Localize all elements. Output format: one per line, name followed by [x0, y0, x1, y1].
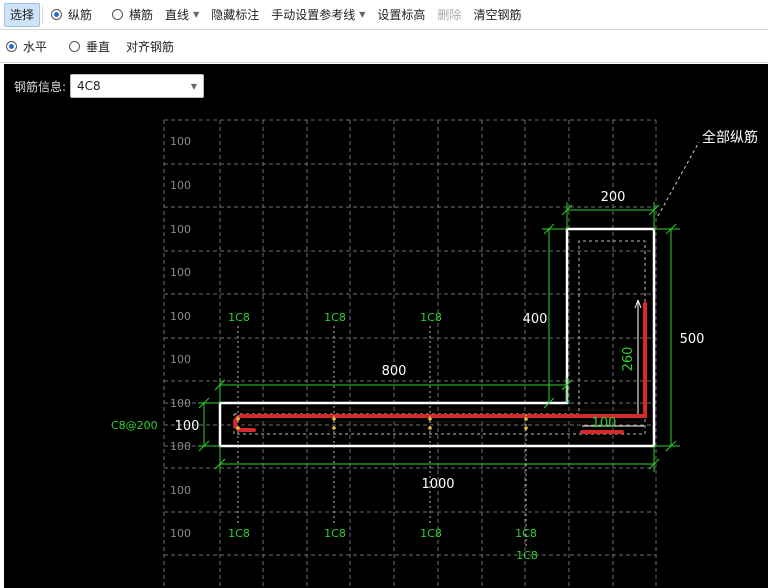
toolbar-separator — [42, 5, 44, 24]
radio-checked-icon — [6, 41, 17, 52]
grid-size-label: 100 — [170, 179, 191, 192]
bar-label-top-3: 1C8 — [420, 311, 442, 324]
dim-200-label: 200 — [601, 190, 626, 205]
caret-down-icon: ▼ — [190, 81, 198, 91]
rebar-info-select[interactable]: 4C8 ▼ — [70, 74, 205, 98]
bar-label-bottom-2: 1C8 — [324, 527, 346, 540]
line-label: 直线 — [165, 8, 190, 22]
manual-ref-dropdown[interactable]: 手动设置参考线▼ — [265, 4, 371, 26]
transverse-label: 横筋 — [129, 8, 154, 22]
select-button[interactable]: 选择 — [4, 2, 41, 27]
grid-size-label: 100 — [170, 440, 191, 453]
bar-label-top-1: 1C8 — [228, 311, 250, 324]
longitudinal-label: 纵筋 — [68, 8, 93, 22]
align-rebar-label: 对齐钢筋 — [126, 40, 175, 54]
dim-400-label: 400 — [523, 312, 548, 327]
horizontal-radio[interactable]: 水平 — [0, 36, 53, 58]
rebar-info-value: 4C8 — [77, 79, 101, 93]
clear-rebar-button[interactable]: 清空钢筋 — [467, 4, 527, 26]
rebar-dim-lines — [582, 299, 644, 427]
hide-marks-button[interactable]: 隐藏标注 — [205, 4, 265, 26]
vertical-label: 垂直 — [86, 40, 111, 54]
grid-size-label: 100 — [170, 310, 191, 323]
rebar-info-label: 钢筋信息: — [14, 79, 67, 94]
bar-label-bottom-3: 1C8 — [420, 527, 442, 540]
bar-label-bottom-4: 1C8 — [515, 527, 537, 540]
line-dropdown[interactable]: 直线▼ — [159, 4, 205, 26]
grid-labels: 100 100 100 100 100 100 100 100 100 100 — [170, 135, 191, 540]
rebar-points — [236, 417, 528, 430]
delete-button[interactable]: 删除 — [431, 4, 467, 26]
bar-label-top-2: 1C8 — [324, 311, 346, 324]
section-drawing: 100 100 100 100 100 100 100 100 100 100 — [111, 119, 758, 588]
bar-label-bottom-1: 1C8 — [228, 527, 250, 540]
grid-size-label: 100 — [170, 266, 191, 279]
set-elevation-label: 设置标高 — [377, 8, 426, 22]
grid-lines — [163, 119, 657, 588]
dim-800-label: 800 — [382, 364, 407, 379]
radio-checked-icon — [51, 9, 63, 20]
caret-down-icon: ▼ — [359, 10, 366, 19]
grid-size-label: 100 — [170, 397, 191, 410]
dim-100-green-label: 100 — [592, 416, 617, 431]
stirrup-label: C8@200 — [111, 419, 158, 432]
transverse-radio[interactable]: 横筋 — [106, 4, 159, 26]
hide-marks-label: 隐藏标注 — [211, 8, 260, 22]
dim-100-left-label: 100 — [175, 419, 200, 434]
grid-size-label: 100 — [170, 484, 191, 497]
vertical-radio[interactable]: 垂直 — [63, 36, 116, 58]
grid-size-label: 100 — [170, 223, 191, 236]
dim-1000-label: 1000 — [421, 477, 454, 492]
delete-label: 删除 — [437, 8, 462, 22]
select-label: 选择 — [10, 8, 35, 22]
callout-label: 全部纵筋 — [702, 129, 758, 146]
bar-ref-lines — [237, 326, 527, 546]
dim-500-label: 500 — [680, 332, 705, 347]
grid-size-label: 100 — [170, 135, 191, 148]
secondary-toolbar: 水平 垂直 对齐钢筋 — [0, 31, 768, 63]
grid-size-label: 100 — [170, 353, 191, 366]
radio-unchecked-icon — [69, 41, 81, 52]
rebar-paths — [233, 302, 647, 434]
main-toolbar: 选择 纵筋 横筋 直线▼ 隐藏标注 手动设置参考线▼ 设置标高 删除 清空钢筋 — [0, 0, 768, 30]
caret-down-icon: ▼ — [193, 10, 200, 19]
bar-label-bottom-5: 1C8 — [516, 549, 538, 562]
dimension-lines — [198, 202, 680, 472]
longitudinal-radio[interactable]: 纵筋 — [45, 4, 98, 26]
dim-260-label: 260 — [621, 347, 636, 372]
horizontal-label: 水平 — [23, 40, 48, 54]
clear-rebar-label: 清空钢筋 — [473, 8, 522, 22]
grid-size-label: 100 — [170, 527, 191, 540]
manual-ref-label: 手动设置参考线 — [271, 8, 356, 22]
radio-unchecked-icon — [112, 9, 124, 20]
rebar-info: 钢筋信息: 4C8 ▼ — [14, 74, 205, 98]
set-elevation-button[interactable]: 设置标高 — [371, 4, 431, 26]
align-rebar-button[interactable]: 对齐钢筋 — [120, 36, 180, 58]
callout-leader — [657, 141, 700, 217]
